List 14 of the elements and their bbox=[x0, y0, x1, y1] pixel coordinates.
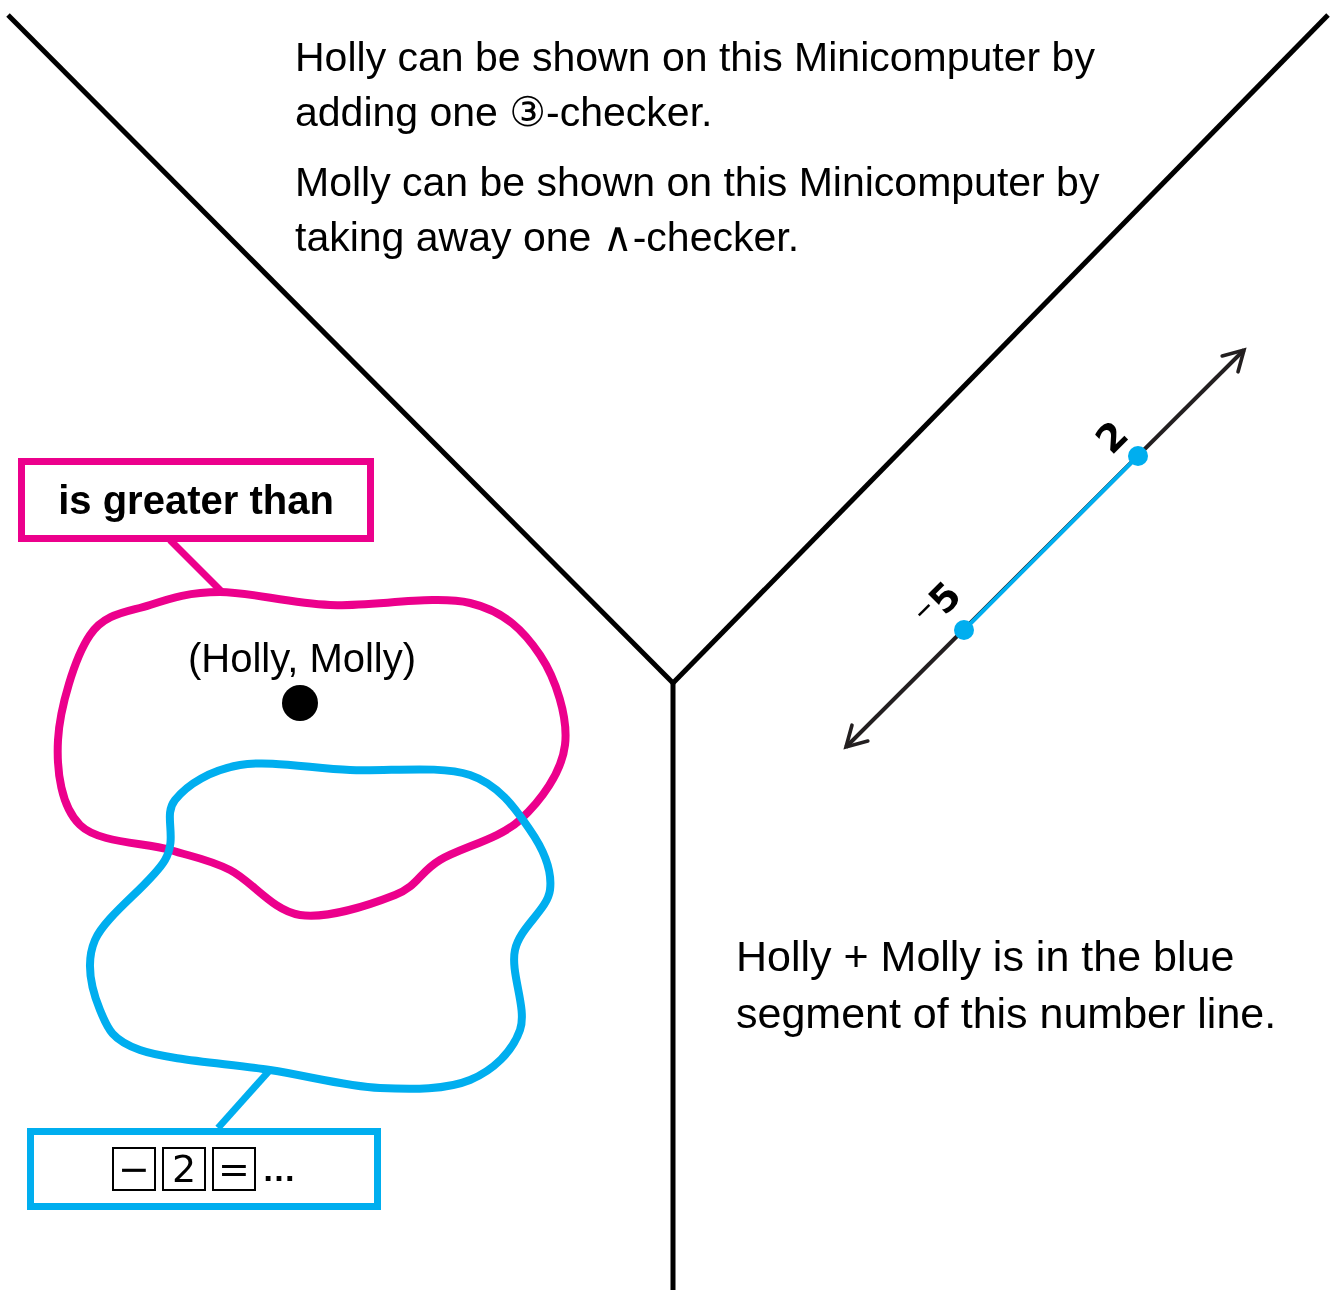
key-cell: − bbox=[112, 1147, 156, 1191]
label-box bbox=[27, 1128, 381, 1210]
instruction-text: Holly can be shown on this Minicomputer by adding one ③-checker. bbox=[295, 33, 1096, 137]
statement-text: Holly + Molly is in the blue segment of this number line. bbox=[736, 931, 1278, 1040]
point-label: (Holly, Molly) bbox=[187, 635, 417, 681]
string-loop bbox=[52, 585, 572, 923]
tick-label: 2 bbox=[1085, 411, 1138, 464]
ellipsis-text: … bbox=[262, 1149, 296, 1189]
instruction-text: Molly can be shown on this Minicomputer by taking away one ∧-checker. bbox=[295, 158, 1101, 262]
key-cell: = bbox=[212, 1147, 256, 1191]
relation-label: is greater than bbox=[58, 477, 334, 523]
label-box bbox=[18, 458, 374, 542]
key-cell: 2 bbox=[162, 1147, 206, 1191]
tick-label: ⁻5 bbox=[904, 572, 971, 640]
